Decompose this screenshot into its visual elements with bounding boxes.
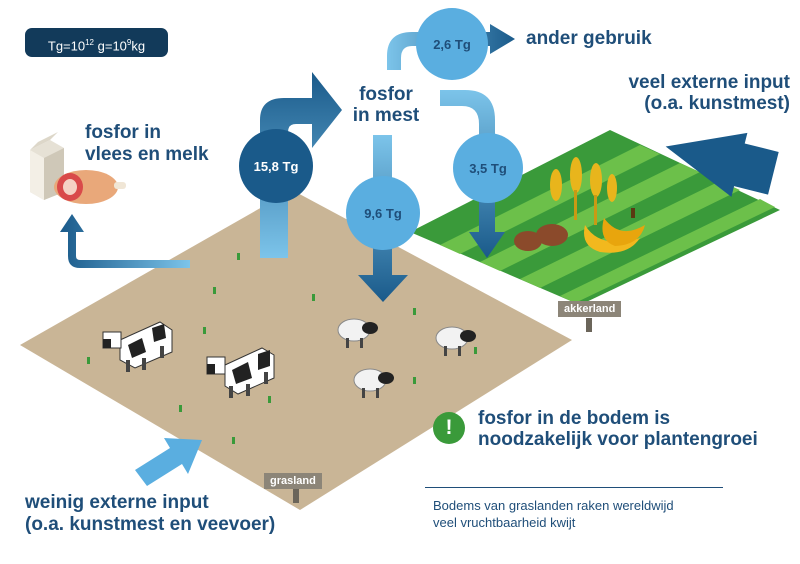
grass-tufts — [87, 253, 477, 444]
circle-2-6 — [416, 8, 488, 80]
flow-value-manure-grassland: 9,6 Tg — [364, 206, 402, 221]
flow-value-other-use: 2,6 Tg — [433, 37, 471, 52]
grasland-post — [293, 489, 299, 503]
circle-3-5 — [453, 133, 523, 203]
tag-grasland: grasland — [264, 473, 322, 489]
grassland-parcel — [20, 190, 572, 510]
label-ander-gebruik: ander gebruik — [526, 28, 652, 49]
circle-9-6 — [346, 176, 420, 250]
flow-arrow-up — [260, 72, 342, 258]
tag-akkerland: akkerland — [558, 301, 622, 317]
sheep-1 — [337, 318, 378, 348]
sheep-2 — [435, 326, 476, 356]
potatoes-icon — [514, 224, 568, 251]
cow-2 — [206, 347, 275, 398]
circle-15-8 — [239, 129, 313, 203]
flow-arrow-down-arable — [440, 90, 505, 258]
akkerland-post — [586, 318, 592, 332]
input-arrow-grassland — [135, 438, 202, 486]
wheat-icon — [550, 157, 617, 225]
flow-value-manure-arable: 3,5 Tg — [469, 161, 507, 176]
unit-legend: Tg=1012 g=109kg — [25, 28, 168, 57]
cow-1 — [102, 321, 173, 372]
exclamation-icon: ! — [433, 412, 465, 444]
input-arrow-arable — [665, 132, 779, 197]
footnote: Bodems van graslanden raken wereldwijd v… — [433, 498, 674, 530]
label-fosfor-bodem: fosfor in de bodem is noodzakelijk voor … — [478, 408, 758, 450]
flow-value-meat-milk: 15,8 Tg — [253, 159, 299, 174]
note-divider — [425, 487, 723, 488]
bananas-icon — [584, 208, 645, 253]
ham-icon — [54, 170, 126, 204]
sheep-3 — [353, 368, 394, 398]
flow-arrow-meat-milk — [60, 214, 190, 268]
label-fosfor-in-mest: fosfor in mest — [352, 84, 420, 126]
label-veel-externe-input: veel externe input (o.a. kunstmest) — [628, 72, 790, 114]
label-weinig-externe-input: weinig externe input (o.a. kunstmest en … — [25, 492, 276, 535]
label-fosfor-vlees-melk: fosfor in vlees en melk — [85, 122, 209, 165]
